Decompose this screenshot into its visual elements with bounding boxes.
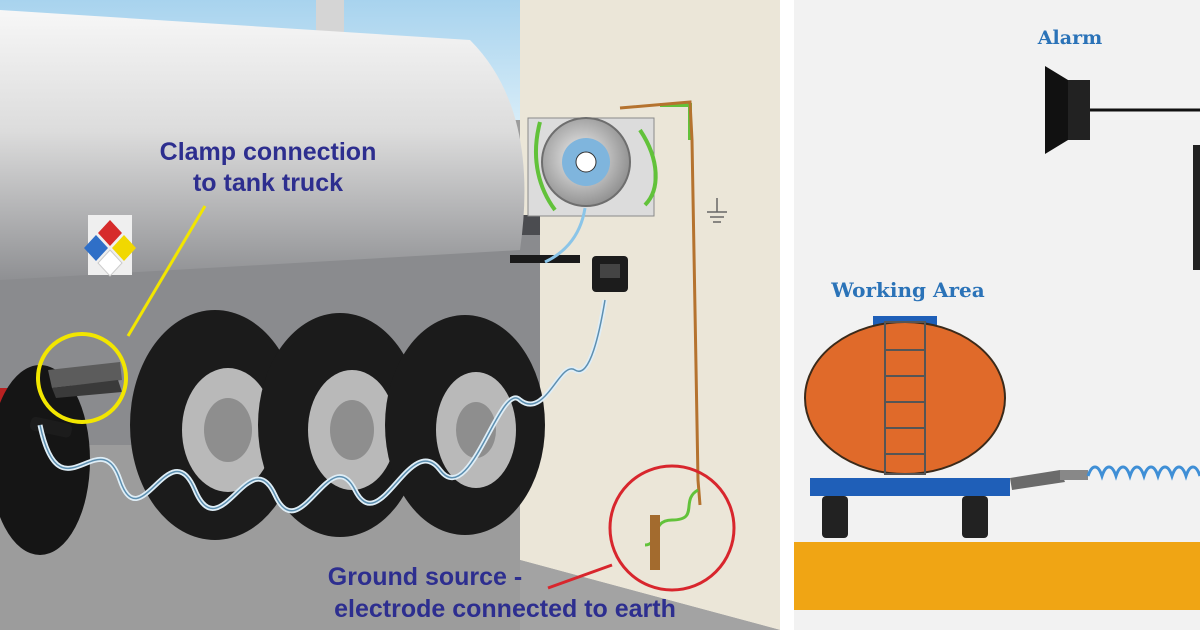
truck-wheels bbox=[0, 310, 545, 555]
tank-shell bbox=[0, 10, 525, 280]
right-panel: Alarm Working Area bbox=[794, 0, 1200, 630]
alarm-post bbox=[1193, 145, 1200, 270]
alarm-horn-icon bbox=[1045, 66, 1200, 154]
panel-divider bbox=[780, 0, 794, 630]
clamp-pointer-line bbox=[126, 205, 207, 337]
hazard-diamond-icon bbox=[84, 215, 136, 277]
clamp-label-line2: to tank truck bbox=[193, 169, 343, 197]
clamp-label-line1: Clamp connection bbox=[160, 138, 377, 166]
clamp-highlight-circle bbox=[36, 332, 128, 424]
coiled-cable-outline bbox=[39, 299, 606, 512]
reel-black-cable bbox=[510, 255, 580, 263]
loading-platform bbox=[794, 542, 1200, 610]
ground-label-line1: Ground source - bbox=[328, 563, 522, 591]
ground-label-line2: electrode connected to earth bbox=[334, 595, 676, 623]
grounding-switch-icon bbox=[592, 256, 628, 292]
right-background bbox=[794, 0, 1200, 630]
tanker-icon bbox=[804, 316, 1010, 538]
cable-reel-icon bbox=[527, 103, 692, 264]
ground-pointer-line bbox=[547, 563, 613, 590]
left-panel: Clamp connection to tank truck Ground so… bbox=[0, 0, 780, 630]
wall-floor-shadow bbox=[520, 560, 780, 630]
working-area-label: Working Area bbox=[830, 278, 984, 302]
copper-earth-wire bbox=[619, 100, 702, 506]
ground-electrode-rod bbox=[650, 515, 660, 570]
tanker-coil-cable bbox=[1086, 465, 1200, 481]
tanker-clamp-icon bbox=[1010, 470, 1088, 490]
earth-symbol-icon bbox=[707, 198, 727, 223]
ground-highlight-circle bbox=[608, 464, 736, 592]
truck-clamp-icon bbox=[29, 362, 122, 438]
alarm-label: Alarm bbox=[1037, 27, 1102, 49]
